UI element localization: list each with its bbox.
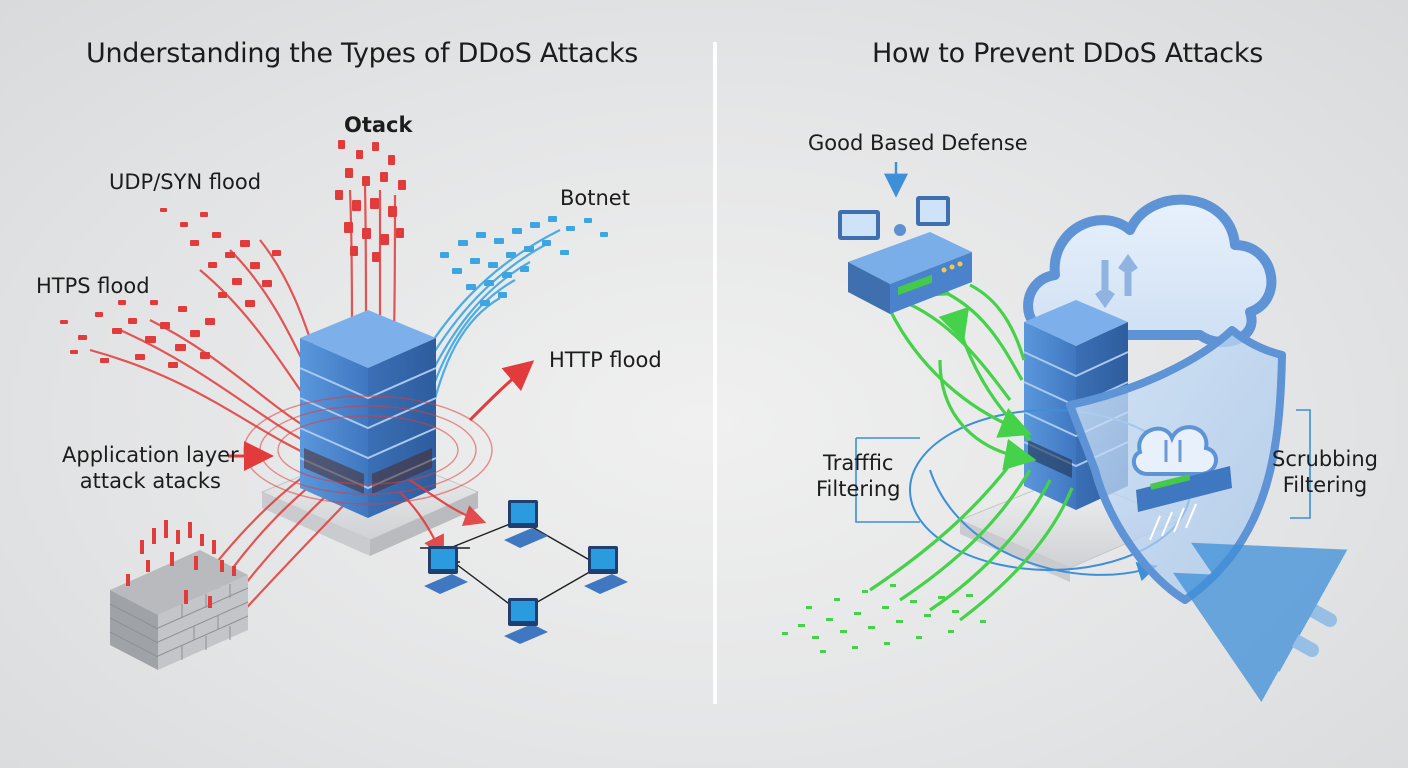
label-application-layer: Application layer attack atacks [62, 442, 239, 494]
label-otack: Otack [344, 113, 413, 137]
panel-divider [713, 42, 717, 704]
label-scrubbing-line2: Filtering [1282, 473, 1368, 497]
clean-traffic-streams [869, 267, 1074, 622]
dashboard-screen [838, 196, 950, 240]
label-udp-syn-flood: UDP/SYN flood [109, 170, 262, 194]
label-htps-flood: HTPS flood [36, 274, 150, 298]
right-panel-title: How to Prevent DDoS Attacks [872, 38, 1263, 69]
label-application-layer-line2: attack atacks [79, 469, 221, 493]
incoming-attack-arrows [1173, 542, 1348, 702]
clean-traffic-packets [782, 584, 986, 653]
label-traffic-line1: Trafffic [822, 451, 894, 475]
red-attack-packets [60, 140, 406, 368]
label-http-flood: HTTP flood [549, 348, 662, 372]
botnet-packets [440, 216, 608, 306]
http-flood-arrow [468, 360, 535, 422]
client-monitor [504, 598, 548, 644]
left-panel-title: Understanding the Types of DDoS Attacks [86, 38, 639, 69]
client-monitor [504, 500, 548, 548]
label-brackets [855, 409, 1311, 523]
outflow-arrows [399, 479, 487, 558]
left-attack-diagram [60, 140, 628, 670]
label-scrubbing-filtering: Scrubbing Filtering [1272, 446, 1378, 498]
label-traffic-filtering: Trafffic Filtering [816, 450, 900, 502]
label-good-based-defense: Good Based Defense [808, 131, 1028, 155]
client-monitor [424, 546, 468, 594]
label-botnet: Botnet [560, 186, 630, 210]
label-application-layer-line1: Application layer [62, 443, 239, 467]
right-defense-diagram [782, 162, 1348, 702]
shield-icon [1066, 326, 1286, 604]
client-network [420, 500, 628, 644]
firewall-brick-wall [109, 520, 249, 670]
target-server-stack [299, 310, 437, 518]
client-monitor [584, 546, 628, 594]
defense-router-device [838, 196, 972, 314]
label-scrubbing-line1: Scrubbing [1272, 447, 1378, 471]
label-traffic-line2: Filtering [816, 477, 901, 501]
